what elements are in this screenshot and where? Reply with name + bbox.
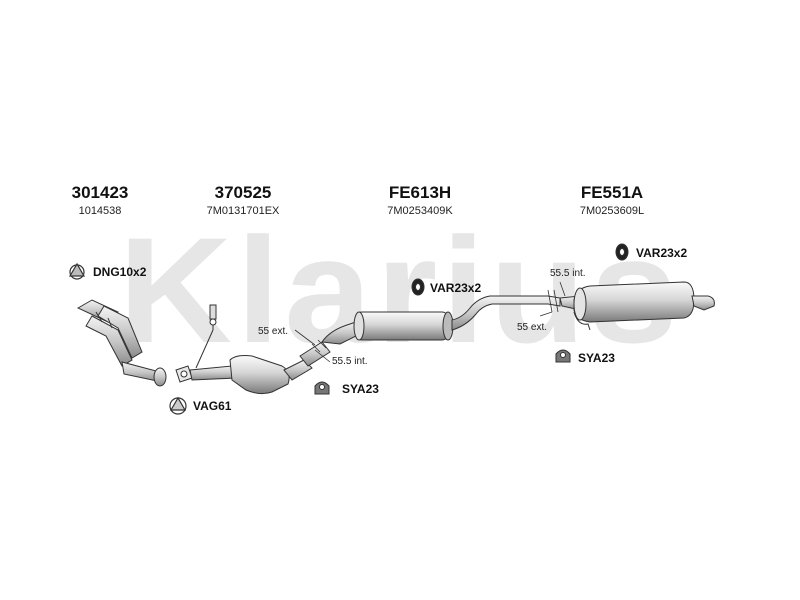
part-number-2: 370525 — [214, 183, 272, 202]
part-number-3: FE613H — [388, 183, 452, 202]
part-number-4: FE551A — [580, 183, 644, 202]
sya-clamp-icon-rear — [555, 349, 571, 363]
catalytic-converter — [189, 341, 331, 395]
oem-number-3: 7M0253409K — [387, 205, 453, 217]
var-label-rear: VAR23x2 — [636, 246, 688, 260]
middle-muffler — [321, 311, 454, 345]
dim-ext-rear: 55 ext. — [517, 322, 548, 333]
sya-clamp-icon-front — [314, 381, 330, 395]
sya-label-rear: SYA23 — [578, 351, 615, 365]
dimension-lines-front — [294, 329, 331, 363]
intermediate-pipe — [451, 295, 561, 331]
var-label-front: VAR23x2 — [430, 281, 482, 295]
rear-muffler — [559, 281, 715, 331]
dim-ext-front: 55 ext. — [258, 326, 289, 337]
dng-label: DNG10x2 — [93, 265, 147, 279]
lambda-sensor — [195, 304, 217, 369]
var-mount-icon-rear — [615, 243, 629, 261]
vag-label: VAG61 — [193, 399, 232, 413]
oem-number-2: 7M0131701EX — [206, 205, 280, 217]
front-pipe-manifold — [76, 299, 167, 387]
dim-int-rear: 55.5 int. — [550, 268, 586, 279]
vag-gasket-icon — [169, 396, 187, 415]
dng-clamp-icon — [68, 262, 86, 280]
oem-number-4: 7M0253609L — [579, 205, 645, 217]
part-number-1: 301423 — [71, 183, 129, 202]
oem-number-1: 1014538 — [78, 205, 122, 217]
var-mount-icon-front — [411, 278, 425, 296]
flange — [175, 365, 193, 383]
dim-int-front: 55.5 int. — [332, 356, 368, 367]
dimension-lines-rear — [539, 281, 566, 317]
sya-label-front: SYA23 — [342, 382, 379, 396]
